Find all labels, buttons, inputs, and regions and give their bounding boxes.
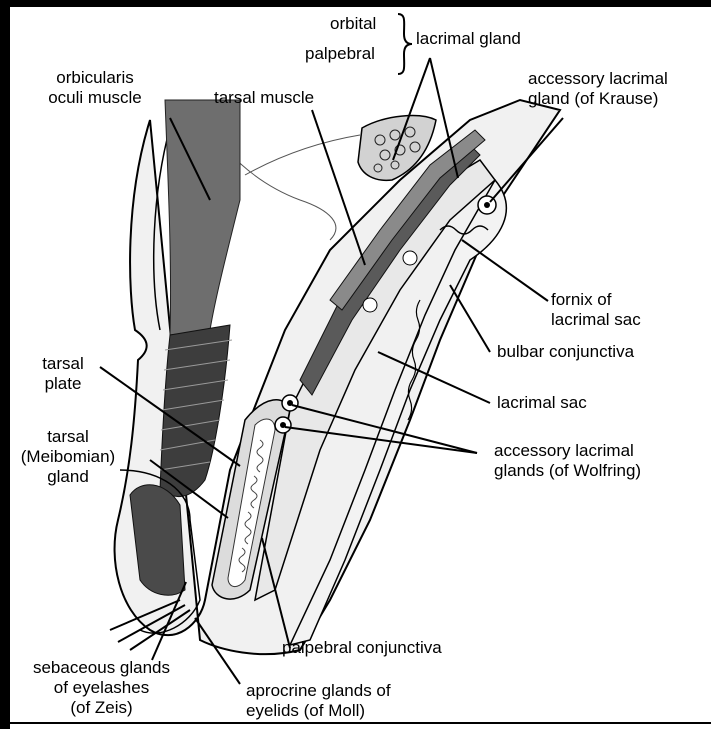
gland-duct-b (403, 251, 417, 265)
label-sebaceous-glands-zeis: sebaceous glands of eyelashes (of Zeis) (14, 658, 189, 718)
label-meibomian-gland: tarsal (Meibomian) gland (18, 427, 118, 487)
label-palpebral: palpebral (305, 44, 375, 64)
label-orbital: orbital (330, 14, 376, 34)
label-orbicularis-oculi-muscle: orbicularis oculi muscle (20, 68, 170, 108)
label-lacrimal-sac: lacrimal sac (497, 393, 587, 413)
label-tarsal-muscle: tarsal muscle (214, 88, 314, 108)
label-accessory-lacrimal-gland-krause: accessory lacrimal gland (of Krause) (528, 69, 668, 109)
orbital-septum-line (245, 135, 360, 175)
krause-gland-core (484, 202, 490, 208)
label-aprocrine-glands-moll: aprocrine glands of eyelids (of Moll) (246, 681, 391, 721)
orbicularis-lower (160, 325, 230, 497)
label-palpebral-conjunctiva: palpebral conjunctiva (282, 638, 442, 658)
label-lacrimal-gland: lacrimal gland (416, 29, 521, 49)
label-fornix-of-lacrimal-sac: fornix of lacrimal sac (551, 290, 641, 330)
label-tarsal-plate: tarsal plate (28, 354, 98, 394)
lacrimal-gland-brace (398, 14, 412, 74)
label-bulbar-conjunctiva: bulbar conjunctiva (497, 342, 634, 362)
orbicularis-upper (165, 100, 240, 335)
gland-duct-a (363, 298, 377, 312)
label-accessory-lacrimal-glands-wolfring: accessory lacrimal glands (of Wolfring) (494, 441, 641, 481)
